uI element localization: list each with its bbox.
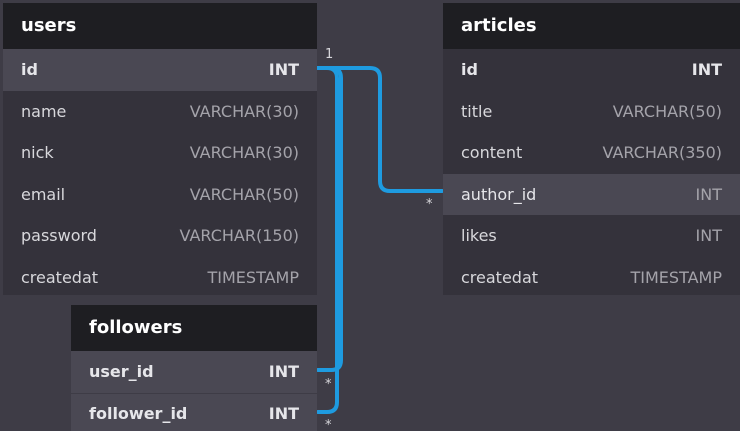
column-name: password bbox=[21, 226, 97, 246]
cardinality-many-articles: * bbox=[426, 197, 433, 212]
column-row-id[interactable]: id INT bbox=[443, 49, 740, 91]
column-name: likes bbox=[461, 226, 497, 246]
table-followers[interactable]: followers user_id INT follower_id INT bbox=[71, 305, 317, 431]
column-name: name bbox=[21, 101, 67, 121]
column-name: createdat bbox=[21, 267, 99, 287]
cardinality-one: 1 bbox=[325, 47, 333, 62]
column-type: VARCHAR(30) bbox=[189, 143, 299, 163]
column-name: nick bbox=[21, 143, 54, 163]
column-type: VARCHAR(30) bbox=[189, 101, 299, 121]
column-name: follower_id bbox=[89, 404, 188, 424]
table-header-followers[interactable]: followers bbox=[71, 305, 317, 351]
column-type: TIMESTAMP bbox=[630, 267, 723, 287]
relation-users-followers-follower bbox=[316, 66, 339, 414]
column-type: INT bbox=[268, 60, 299, 80]
column-type: VARCHAR(350) bbox=[602, 143, 722, 163]
column-type: VARCHAR(150) bbox=[179, 226, 299, 246]
column-row-name[interactable]: name VARCHAR(30) bbox=[3, 91, 317, 133]
column-name: author_id bbox=[461, 184, 537, 204]
column-row-password[interactable]: password VARCHAR(150) bbox=[3, 215, 317, 257]
column-row-nick[interactable]: nick VARCHAR(30) bbox=[3, 132, 317, 174]
column-type: INT bbox=[691, 60, 722, 80]
column-type: TIMESTAMP bbox=[207, 267, 300, 287]
column-row-likes[interactable]: likes INT bbox=[443, 215, 740, 257]
column-name: user_id bbox=[89, 362, 154, 382]
table-header-users[interactable]: users bbox=[3, 3, 317, 49]
column-type: VARCHAR(50) bbox=[189, 184, 299, 204]
relation-users-articles bbox=[316, 66, 444, 193]
column-name: title bbox=[461, 101, 493, 121]
column-name: id bbox=[21, 60, 38, 80]
table-articles[interactable]: articles id INT title VARCHAR(50) conten… bbox=[443, 3, 740, 295]
column-name: id bbox=[461, 60, 478, 80]
cardinality-many-followers-user: * bbox=[325, 377, 332, 392]
column-row-content[interactable]: content VARCHAR(350) bbox=[443, 132, 740, 174]
cardinality-many-followers-follower: * bbox=[325, 418, 332, 431]
column-row-createdat[interactable]: createdat TIMESTAMP bbox=[3, 257, 317, 296]
column-type: VARCHAR(50) bbox=[612, 101, 722, 121]
table-users[interactable]: users id INT name VARCHAR(30) nick VARCH… bbox=[3, 3, 317, 295]
column-type: INT bbox=[695, 226, 722, 246]
column-row-id[interactable]: id INT bbox=[3, 49, 317, 91]
column-row-follower-id[interactable]: follower_id INT bbox=[71, 392, 317, 431]
column-type: INT bbox=[268, 404, 299, 424]
column-name: email bbox=[21, 184, 66, 204]
column-row-author-id[interactable]: author_id INT bbox=[443, 173, 740, 215]
table-header-articles[interactable]: articles bbox=[443, 3, 740, 49]
column-name: createdat bbox=[461, 267, 539, 287]
column-type: INT bbox=[695, 184, 722, 204]
column-row-title[interactable]: title VARCHAR(50) bbox=[443, 91, 740, 133]
column-row-user-id[interactable]: user_id INT bbox=[71, 351, 317, 393]
column-row-email[interactable]: email VARCHAR(50) bbox=[3, 174, 317, 216]
column-row-createdat[interactable]: createdat TIMESTAMP bbox=[443, 257, 740, 296]
column-name: content bbox=[461, 143, 523, 163]
column-type: INT bbox=[268, 362, 299, 382]
